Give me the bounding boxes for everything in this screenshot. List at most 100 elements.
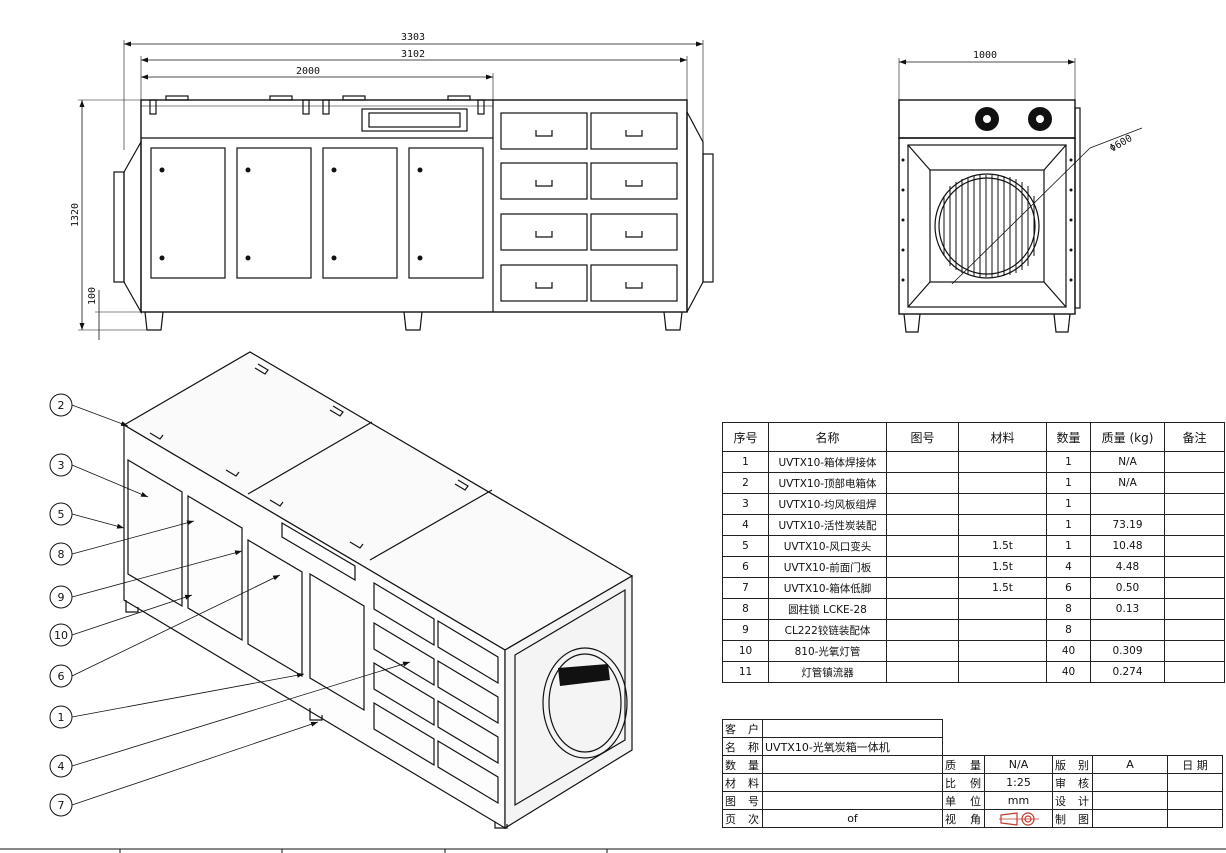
- dim-side-width: 1000: [973, 50, 997, 61]
- bom-header: 质量 (kg): [1090, 422, 1165, 452]
- dim-section-length: 2000: [296, 66, 320, 77]
- bom-cell: 3: [722, 493, 769, 515]
- page-value: of: [762, 809, 943, 828]
- bom-cell: 圆柱锁 LCKE-28: [768, 598, 887, 620]
- name-value: UVTX10-光氧炭箱一体机: [762, 737, 943, 756]
- bom-cell: UVTX10-风口变头: [768, 535, 887, 557]
- side-view: [898, 58, 1143, 333]
- customer-label: 客 户: [722, 719, 763, 738]
- bom-cell: UVTX10-前面门板: [768, 556, 887, 578]
- bom-cell: [1164, 535, 1225, 557]
- bom-cell: [958, 661, 1047, 683]
- bom-cell: 4: [1046, 556, 1091, 578]
- mass-label: 质 量: [942, 755, 985, 774]
- bom-cell: 2: [722, 472, 769, 494]
- view-label: 视 角: [942, 809, 985, 828]
- drawing-no-value: [762, 791, 943, 810]
- bom-cell: 10: [722, 640, 769, 662]
- bom-cell: 0.309: [1090, 640, 1165, 662]
- bom-cell: [958, 640, 1047, 662]
- bom-cell: [958, 472, 1047, 494]
- bom-cell: 9: [722, 619, 769, 641]
- bom-cell: 0.50: [1090, 577, 1165, 599]
- bom-cell: 1.5t: [958, 556, 1047, 578]
- bom-cell: [886, 661, 959, 683]
- bom-cell: 0.274: [1090, 661, 1165, 683]
- projection-icon: [998, 811, 1039, 826]
- bom-cell: 6: [722, 556, 769, 578]
- drafting-date: [1167, 809, 1223, 828]
- quantity-label: 数 量: [722, 755, 763, 774]
- bom-cell: 1.5t: [958, 577, 1047, 599]
- dim-leg-height: 100: [87, 287, 98, 305]
- bom-cell: [886, 472, 959, 494]
- version-value: A: [1092, 755, 1168, 774]
- bom-cell: [886, 556, 959, 578]
- bom-cell: [958, 598, 1047, 620]
- bom-cell: 73.19: [1090, 514, 1165, 536]
- bom-cell: [1164, 640, 1225, 662]
- review-value: [1092, 773, 1168, 792]
- bom-cell: [886, 493, 959, 515]
- bom-cell: 4.48: [1090, 556, 1165, 578]
- bom-cell: 40: [1046, 661, 1091, 683]
- bom-cell: 1: [1046, 472, 1091, 494]
- customer-value: [762, 719, 943, 738]
- dim-overall-length: 3303: [401, 32, 425, 43]
- bom-cell: 1: [1046, 514, 1091, 536]
- bom-cell: [1164, 577, 1225, 599]
- bom-cell: 10.48: [1090, 535, 1165, 557]
- bom-cell: 灯管镇流器: [768, 661, 887, 683]
- bom-header: 备注: [1164, 422, 1225, 452]
- unit-value: mm: [984, 791, 1053, 810]
- bom-cell: 4: [722, 514, 769, 536]
- projection-symbol: [984, 809, 1053, 828]
- bom-cell: 1.5t: [958, 535, 1047, 557]
- bom-cell: [886, 514, 959, 536]
- isometric-grille: [558, 664, 610, 686]
- balloon-label: 9: [58, 591, 65, 604]
- bom-cell: [1164, 619, 1225, 641]
- design-value: [1092, 791, 1168, 810]
- scale-value: 1:25: [984, 773, 1053, 792]
- bom-header: 序号: [722, 422, 769, 452]
- bom-cell: 11: [722, 661, 769, 683]
- bom-cell: 8: [1046, 598, 1091, 620]
- material-label: 材 料: [722, 773, 763, 792]
- bom-cell: UVTX10-箱体低脚: [768, 577, 887, 599]
- bom-cell: [958, 451, 1047, 473]
- side-view-bolts: [901, 158, 1073, 282]
- bom-cell: UVTX10-活性炭装配: [768, 514, 887, 536]
- bom-cell: N/A: [1090, 451, 1165, 473]
- balloon-label: 10: [54, 629, 68, 642]
- bom-table: 序号 名称 图号 材料 数量 质量 (kg) 备注 1 UVTX10-箱体焊接体 1…: [722, 422, 1225, 683]
- front-view: [78, 40, 714, 340]
- bom-cell: 1: [1046, 493, 1091, 515]
- bom-header-row: 序号 名称 图号 材料 数量 质量 (kg) 备注: [722, 422, 1225, 452]
- bom-cell: [1164, 556, 1225, 578]
- bom-header: 名称: [768, 422, 887, 452]
- bom-cell: 1: [1046, 451, 1091, 473]
- bom-cell: UVTX10-均风板组焊: [768, 493, 887, 515]
- bom-header: 数量: [1046, 422, 1091, 452]
- material-value: [762, 773, 943, 792]
- bom-cell: [1164, 661, 1225, 683]
- bom-cell: UVTX10-箱体焊接体: [768, 451, 887, 473]
- bom-cell: [886, 535, 959, 557]
- bom-cell: [1164, 472, 1225, 494]
- bom-cell: [958, 493, 1047, 515]
- bom-cell: UVTX10-顶部电箱体: [768, 472, 887, 494]
- bom-cell: [886, 640, 959, 662]
- bom-cell: 8: [722, 598, 769, 620]
- bom-cell: CL222铰链装配体: [768, 619, 887, 641]
- page-label: 页 次: [722, 809, 763, 828]
- bom-cell: [886, 577, 959, 599]
- drafting-value: [1092, 809, 1168, 828]
- drawing-no-label: 图 号: [722, 791, 763, 810]
